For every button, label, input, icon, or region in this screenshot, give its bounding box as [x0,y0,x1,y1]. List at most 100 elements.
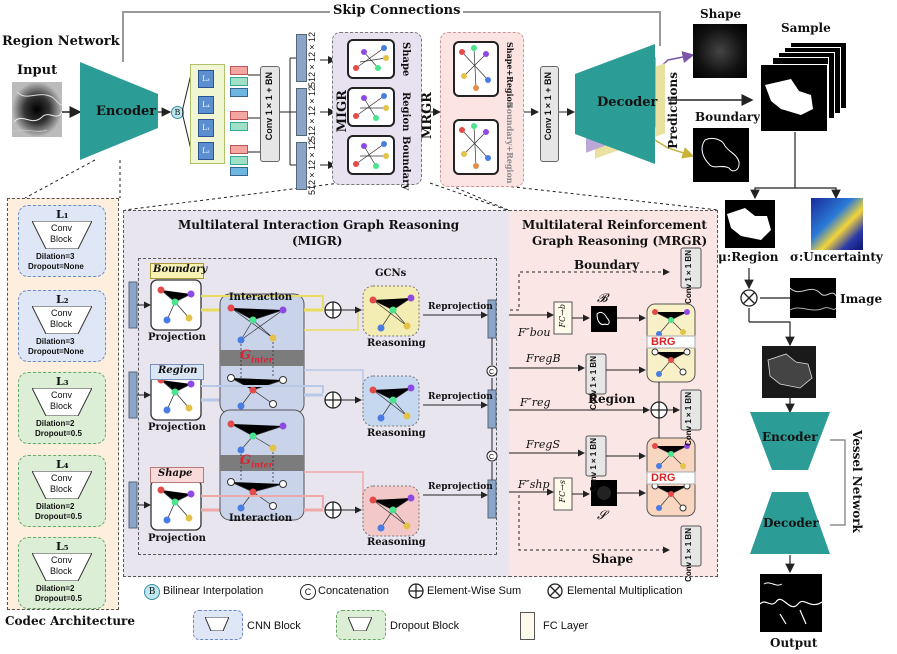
conv-block-text: Block [50,319,73,329]
shape-pred-image [693,24,747,78]
migr-region-label: Region [400,92,411,132]
legend-sum-icon [408,583,424,599]
dims-1: 512×12×12 [307,32,317,88]
legend-cnn: CNN Block [247,620,301,632]
mrgr-top-label: MRGR [420,92,435,140]
codec-label: Codec Architecture [5,614,135,628]
mrgr-conv-2: Conv 1×1 BN [589,438,598,492]
gcns-label: GCNs [375,268,407,279]
codec-block-name: L₂ [56,293,69,306]
mu-region-label: μ:Region [718,250,779,264]
legend-bilinear: Bilinear Interpolation [163,585,264,597]
input-label: Input [17,63,58,78]
boundary-pred-image [693,128,749,182]
decoder-shape [575,44,655,164]
codec-dilation: Dilation=2 [36,502,75,511]
output-label: Output [770,636,818,650]
mrgr-boundary: Boundary [574,258,640,272]
reasoning-1: Reasoning [367,338,426,349]
vessel-encoder-shape [750,412,830,470]
f-shp: F″shp [518,478,550,491]
layer-l3: L₃ [198,70,214,88]
region-network-label: Region Network [2,34,120,49]
ginter-1: Ginter [240,348,273,365]
conv-block-shape [32,553,92,581]
legend-mult: Elemental Multiplication [567,585,683,597]
mrgr-top-br: Boundary+Region [505,102,515,184]
mrgr-top-sr: Shape+Region [505,42,515,108]
mrgr-title-2: Graph Reasoning (MRGR) [532,234,708,248]
shape-pred-label: Shape [700,7,742,21]
cal-b: 𝓑 [597,291,608,305]
conv-bn-label-2: Conv 1×1 + BN [543,72,553,141]
codec-dropout: Dropout=None [28,262,84,271]
conv-block-text: Block [50,484,73,494]
migr-shape-label: Shape [400,42,411,77]
conv-block-shape [32,471,92,499]
image-label: Image [840,292,883,306]
bilinear-circle: B [171,106,184,119]
encoder-label: Encoder [96,104,157,119]
legend-concat: Concatenation [318,585,389,597]
projection-1: Projection [148,332,206,343]
region-tag [150,364,204,380]
conv-bn-block [260,66,280,162]
legend-dropout-icon [348,617,372,631]
codec-dilation: Dilation=2 [36,584,75,593]
vessel-network-label: Vessel Network [850,430,864,533]
conv-bn-label: Conv 1×1 + BN [264,72,274,141]
svg-text:C: C [489,454,494,461]
legend-dropout: Dropout Block [390,620,460,632]
conv-block-text: Block [50,401,73,411]
legend-sum: Element-Wise Sum [427,585,522,597]
ginter-2: Ginter [240,453,273,470]
feature-bars [230,66,248,176]
conv-block-text: Block [50,566,73,576]
region-mu-image [725,200,775,248]
skip-connections-label: Skip Connections [330,3,464,18]
reprojection-1: Reprojection [428,302,493,312]
dims-3: 512×12×12 [307,140,317,196]
codec-dropout: Dropout=0.5 [35,429,82,438]
reprojection-2: Reprojection [428,392,493,402]
mrgr-conv-5: Conv 1×1 BN [684,528,693,582]
masked-image [762,346,816,398]
decoder-label: Decoder [597,95,658,110]
reasoning-3: Reasoning [367,537,426,548]
codec-block-name: L₃ [56,375,69,388]
shape-tag-label: Shape [158,468,193,479]
layer-l4: L₄ [198,96,214,114]
fc-b-label: FC→b [558,304,567,328]
codec-dropout: Dropout=0.5 [35,594,82,603]
reasoning-2: Reasoning [367,428,426,439]
f-regs: FregS [526,438,560,451]
mrgr-conv-4: Conv 1×1 BN [684,392,693,446]
region-tag-label: Region [158,365,198,376]
conv-block-shape [32,388,92,416]
legend-c-glyph: C [300,584,316,600]
codec-block-name: L₅ [56,540,69,553]
output-image [760,574,822,632]
encoder-shape [80,62,158,160]
mrgr-conv-3: Conv 1×1 BN [684,250,693,304]
svg-text:C: C [489,369,494,376]
mrgr-shape: Shape [592,552,634,566]
codec-dropout: Dropout=None [28,347,84,356]
feat-bar-1 [296,34,307,82]
vessel-decoder-shape [750,492,830,554]
legend-b-glyph: B [144,584,160,600]
conv-bn-block-2 [540,66,559,162]
conv-block-text: Conv [51,555,73,565]
boundary-tag [150,263,204,279]
conv-block-text: Conv [51,390,73,400]
legend-cnn-icon [205,617,229,631]
reprojection-3: Reprojection [428,482,493,492]
conv-block-shape [32,306,92,334]
migr-title-1: Multilateral Interaction Graph Reasoning [178,218,460,232]
legend-mult-icon [547,583,563,599]
